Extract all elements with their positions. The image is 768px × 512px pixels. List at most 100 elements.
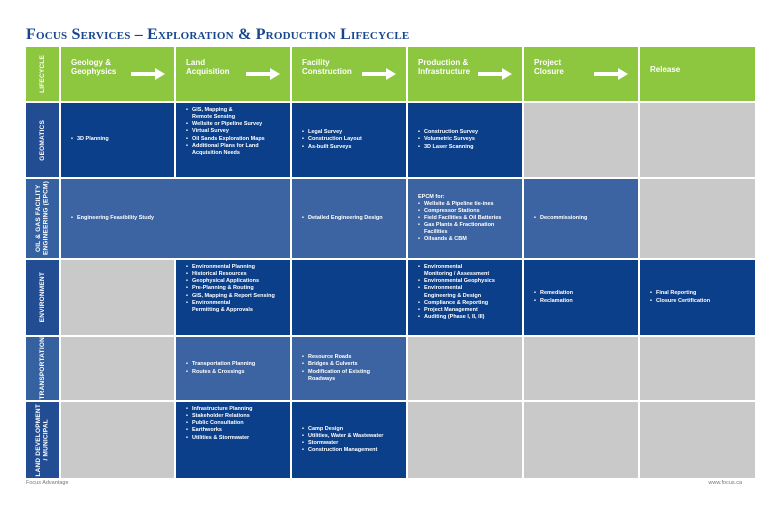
service-item: Infrastructure Planning bbox=[186, 406, 284, 413]
service-item: Modification of Existing Roadways bbox=[302, 369, 400, 383]
arrow-right-icon bbox=[594, 68, 628, 80]
service-item: Historical Resources bbox=[186, 271, 284, 278]
arrow-right-icon bbox=[131, 68, 165, 80]
service-cell bbox=[640, 103, 755, 177]
service-item: Environmental Engineering & Design bbox=[418, 285, 516, 299]
service-cell: Resource RoadsBridges & CulvertsModifica… bbox=[292, 337, 406, 400]
service-cell bbox=[292, 260, 406, 335]
stage-header-land-acquisition: Land Acquisition bbox=[176, 47, 290, 101]
service-list: GIS, Mapping & Remote SensingWellsite or… bbox=[186, 107, 284, 157]
service-item: Environmental Geophysics bbox=[418, 278, 516, 285]
service-cell: Detailed Engineering Design bbox=[292, 179, 406, 258]
service-item: Compliance & Reporting bbox=[418, 300, 516, 307]
service-cell: Legal SurveyConstruction LayoutAs-built … bbox=[292, 103, 406, 177]
service-cell bbox=[524, 103, 638, 177]
footer-right: www.focus.ca bbox=[708, 480, 742, 486]
service-item: Detailed Engineering Design bbox=[302, 215, 400, 222]
service-item: Virtual Survey bbox=[186, 128, 284, 135]
service-list: Engineering Feasibility Study bbox=[71, 215, 284, 222]
service-item: Utilities, Water & Wastewater bbox=[302, 433, 400, 440]
service-cell bbox=[524, 402, 638, 478]
service-list: Legal SurveyConstruction LayoutAs-built … bbox=[302, 129, 400, 151]
service-cell bbox=[408, 402, 522, 478]
service-cell bbox=[640, 337, 755, 400]
service-item: Remediation bbox=[534, 290, 632, 297]
service-list: Environmental PlanningHistorical Resourc… bbox=[186, 264, 284, 314]
service-item: Decommissioning bbox=[534, 215, 632, 222]
service-list: Transportation PlanningRoutes & Crossing… bbox=[186, 361, 284, 375]
service-item: Earthworks bbox=[186, 427, 284, 434]
service-cell: Camp DesignUtilities, Water & Wastewater… bbox=[292, 402, 406, 478]
stage-label: Land Acquisition bbox=[186, 58, 230, 76]
service-item: As-built Surveys bbox=[302, 144, 400, 151]
service-item: Gas Plants & Fractionation Facilities bbox=[418, 222, 516, 236]
service-cell: Environmental Monitoring / AssessmentEnv… bbox=[408, 260, 522, 335]
service-item: Environmental Planning bbox=[186, 264, 284, 271]
footer-left: Focus Advantage bbox=[26, 480, 69, 486]
service-item: Bridges & Culverts bbox=[302, 361, 400, 368]
stage-header-release: Release bbox=[640, 47, 755, 101]
stage-label: Production & Infrastructure bbox=[418, 58, 471, 76]
service-cell: Decommissioning bbox=[524, 179, 638, 258]
service-list: Decommissioning bbox=[534, 215, 632, 222]
service-cell bbox=[524, 337, 638, 400]
service-item: Environmental Permitting & Approvals bbox=[186, 300, 284, 314]
stage-header-geology-geophysics: Geology & Geophysics bbox=[61, 47, 174, 101]
stage-label: Facility Construction bbox=[302, 58, 352, 76]
service-item: Field Facilities & Oil Batteries bbox=[418, 215, 516, 222]
service-item: Closure Certification bbox=[650, 298, 749, 305]
service-item: Public Consultation bbox=[186, 420, 284, 427]
row-label-land-development-municipal: LAND DEVELOPMENT / MUNICIPAL bbox=[26, 402, 59, 478]
service-item: Reclamation bbox=[534, 298, 632, 305]
row-label-text: ENVIRONMENT bbox=[38, 272, 46, 323]
service-item: Volumetric Surveys bbox=[418, 136, 516, 143]
service-cell: Engineering Feasibility Study bbox=[61, 179, 290, 258]
service-list: Resource RoadsBridges & CulvertsModifica… bbox=[302, 354, 400, 383]
service-item: Oilsands & CBM bbox=[418, 236, 516, 243]
service-item: Routes & Crossings bbox=[186, 369, 284, 376]
service-cell: Construction SurveyVolumetric Surveys3D … bbox=[408, 103, 522, 177]
lifecycle-table: LIFECYCLE Geology & Geophysics Land Acqui… bbox=[26, 47, 755, 478]
service-cell: Transportation PlanningRoutes & Crossing… bbox=[176, 337, 290, 400]
arrow-right-icon bbox=[246, 68, 280, 80]
service-list: Detailed Engineering Design bbox=[302, 215, 400, 222]
service-cell: GIS, Mapping & Remote SensingWellsite or… bbox=[176, 103, 290, 177]
service-item: GIS, Mapping & Report Sensing bbox=[186, 293, 284, 300]
service-item: Wellsite & Pipeline tie-ines bbox=[418, 201, 516, 208]
stage-label: Project Closure bbox=[534, 58, 564, 76]
row-label-text: TRANSPORTATION bbox=[38, 337, 46, 400]
row-label-environment: ENVIRONMENT bbox=[26, 260, 59, 335]
row-label-transportation: TRANSPORTATION bbox=[26, 337, 59, 400]
service-list: Environmental Monitoring / AssessmentEnv… bbox=[418, 264, 516, 321]
service-item: GIS, Mapping & Remote Sensing bbox=[186, 107, 284, 121]
service-list: RemediationReclamation bbox=[534, 290, 632, 304]
service-item: Compressor Stations bbox=[418, 208, 516, 215]
service-cell: 3D Planning bbox=[61, 103, 174, 177]
service-cell: Final ReportingClosure Certification bbox=[640, 260, 755, 335]
service-item: Legal Survey bbox=[302, 129, 400, 136]
page-title: Focus Services – Exploration & Productio… bbox=[26, 26, 410, 43]
service-item: Stormwater bbox=[302, 440, 400, 447]
service-item: Auditing (Phase I, II, III) bbox=[418, 314, 516, 321]
service-item: Wellsite or Pipeline Survey bbox=[186, 121, 284, 128]
service-item: Project Management bbox=[418, 307, 516, 314]
lifecycle-header-label: LIFECYCLE bbox=[26, 47, 59, 101]
service-cell bbox=[408, 337, 522, 400]
arrow-right-icon bbox=[478, 68, 512, 80]
stage-header-facility-construction: Facility Construction bbox=[292, 47, 406, 101]
row-label-oil-gas-facility-engineering-epcm: OIL & GAS FACILITY ENGINEERING (EPCM) bbox=[26, 179, 59, 258]
row-label-text: GEOMATICS bbox=[38, 119, 46, 161]
service-item: Resource Roads bbox=[302, 354, 400, 361]
service-list: Wellsite & Pipeline tie-inesCompressor S… bbox=[418, 201, 516, 244]
service-cell: EPCM for:Wellsite & Pipeline tie-inesCom… bbox=[408, 179, 522, 258]
service-cell: Environmental PlanningHistorical Resourc… bbox=[176, 260, 290, 335]
service-list: Construction SurveyVolumetric Surveys3D … bbox=[418, 129, 516, 151]
service-item: Transportation Planning bbox=[186, 361, 284, 368]
service-cell bbox=[61, 260, 174, 335]
row-label-geomatics: GEOMATICS bbox=[26, 103, 59, 177]
service-item: Additional Plans for Land Acquisition Ne… bbox=[186, 143, 284, 157]
service-item: Geophysical Applications bbox=[186, 278, 284, 285]
row-label-text: OIL & GAS FACILITY ENGINEERING (EPCM) bbox=[35, 181, 50, 256]
service-list: Camp DesignUtilities, Water & Wastewater… bbox=[302, 426, 400, 455]
service-item: Utilities & Stormwater bbox=[186, 435, 284, 442]
